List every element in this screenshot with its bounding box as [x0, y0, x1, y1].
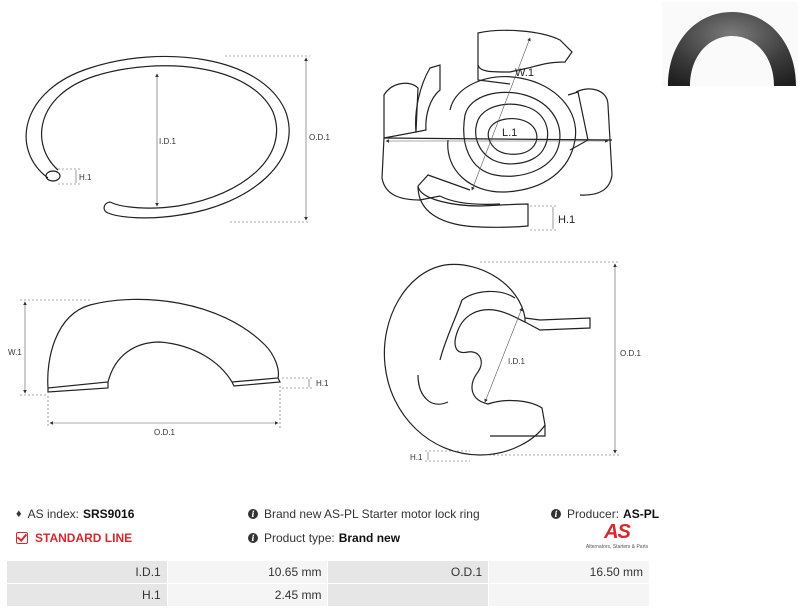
- side-w-label: W.1: [8, 348, 22, 357]
- param-value: 16.50 mm: [488, 560, 650, 584]
- technical-drawing: I.D.1 O.D.1 H.1 W.1 L.1 H.1: [8, 29, 641, 462]
- tag-icon: ♦: [16, 508, 22, 520]
- as-index: ♦ AS index: SRS9016: [16, 507, 134, 521]
- top-view-dimensions: [425, 261, 620, 462]
- param-label: H.1: [6, 583, 168, 607]
- table-row: I.D.1 10.65 mm O.D.1 16.50 mm: [6, 560, 650, 584]
- info-icon: i: [551, 509, 561, 519]
- iso-h-label: H.1: [558, 214, 575, 226]
- ring-drawing: [25, 55, 290, 219]
- table-row: H.1 2.45 mm: [6, 583, 650, 607]
- info-icon: i: [248, 509, 258, 519]
- product-type-value: Brand new: [338, 531, 401, 545]
- ring-id-label: I.D.1: [159, 137, 176, 146]
- producer: i Producer: AS-PL: [551, 507, 659, 521]
- top-id-label: I.D.1: [508, 357, 525, 366]
- side-od-label: O.D.1: [154, 428, 175, 437]
- top-od-label: O.D.1: [620, 349, 641, 358]
- producer-label: Producer:: [567, 507, 620, 521]
- param-value: 2.45 mm: [166, 583, 329, 607]
- side-h-label: H.1: [316, 379, 329, 388]
- iso-l-label: L.1: [502, 127, 517, 139]
- param-value: [488, 583, 650, 607]
- isometric-drawing: [381, 29, 613, 228]
- param-value: 10.65 mm: [166, 560, 329, 584]
- standard-line: STANDARD LINE: [16, 531, 132, 545]
- top-view-drawing: [383, 263, 591, 456]
- top-h-label: H.1: [410, 453, 423, 462]
- lock-ring-photo-icon: [668, 12, 796, 86]
- product-description: i Brand new AS-PL Starter motor lock rin…: [248, 507, 480, 521]
- ring-dimensions: [58, 55, 310, 223]
- product-type-label: Product type:: [264, 531, 335, 545]
- info-icon: i: [248, 533, 258, 543]
- ring-od-label: O.D.1: [309, 133, 330, 142]
- logo-subtitle: Alternators, Starters & Parts: [585, 544, 649, 550]
- side-view-drawing: [47, 298, 281, 393]
- as-index-label: AS index:: [27, 507, 79, 521]
- description-text: Brand new AS-PL Starter motor lock ring: [264, 507, 480, 521]
- producer-value: AS-PL: [623, 507, 660, 521]
- product-type: i Product type: Brand new: [248, 531, 400, 545]
- standard-line-label: STANDARD LINE: [35, 531, 133, 545]
- product-photo: [662, 2, 798, 86]
- logo-mark: AS: [604, 521, 631, 543]
- iso-w-label: W.1: [515, 67, 534, 79]
- param-label: O.D.1: [327, 560, 490, 584]
- param-label: [327, 583, 490, 607]
- as-index-value: SRS9016: [83, 507, 135, 521]
- param-label: I.D.1: [6, 560, 168, 584]
- brand-logo: AS Alternators, Starters & Parts: [583, 522, 651, 558]
- check-icon: [16, 532, 28, 544]
- ring-h-label: H.1: [79, 173, 92, 182]
- parameters-table: I.D.1 10.65 mm O.D.1 16.50 mm H.1 2.45 m…: [6, 560, 650, 607]
- side-view-dimensions: [20, 299, 312, 428]
- isometric-dimensions: [385, 37, 609, 231]
